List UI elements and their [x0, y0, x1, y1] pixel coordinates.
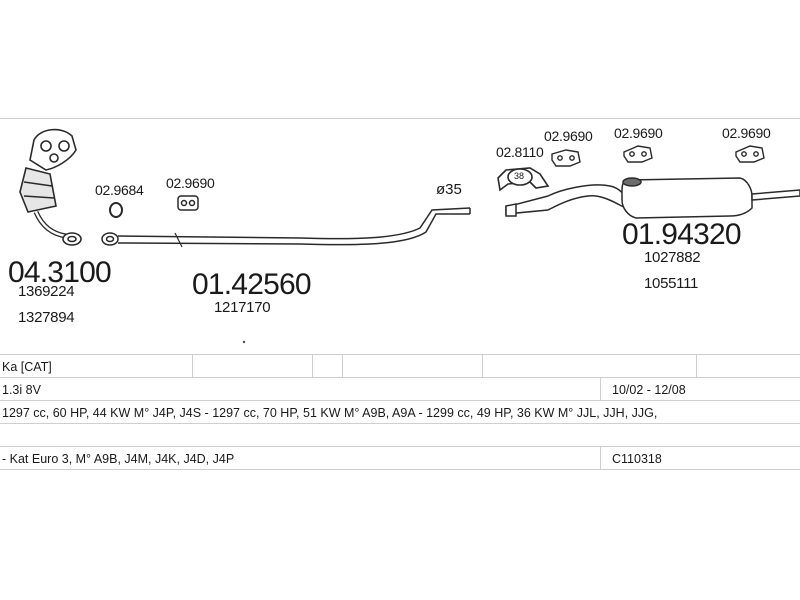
catalyst-ref-2: 1327894 [18, 309, 75, 326]
rear-silencer-code: 01.94320 [622, 218, 742, 251]
rear-hanger-icons [551, 145, 765, 167]
catalytic-converter-icon [19, 128, 82, 246]
model-row: Ka [CAT] [0, 354, 800, 378]
ring-gasket-code: 02.9684 [95, 182, 144, 198]
production-years: 10/02 - 12/08 [612, 383, 686, 397]
notes-row: - Kat Euro 3, M° A9B, J4M, J4K, J4D, J4P… [0, 447, 800, 470]
clamp-icon [497, 167, 550, 192]
top-divider [0, 118, 800, 119]
catalyst-ref-1: 1369224 [18, 283, 75, 300]
catalog-code: C110318 [612, 452, 662, 466]
rear-silencer-ref-1: 1027882 [644, 249, 701, 266]
middle-pipe-code: 01.42560 [192, 268, 312, 301]
model-name: Ka [CAT] [2, 360, 52, 374]
rear-hanger-2-code: 02.9690 [614, 125, 663, 141]
catalyst-code: 04.3100 [8, 256, 112, 289]
rear-silencer-icon [505, 177, 800, 219]
middle-pipe-ref: 1217170 [214, 299, 271, 316]
pipe-diameter: ø35 [436, 181, 462, 198]
rear-hanger-1-code: 02.9690 [544, 128, 593, 144]
speck-dot [242, 340, 246, 344]
notes: - Kat Euro 3, M° A9B, J4M, J4K, J4D, J4P [2, 452, 235, 466]
engine-specs: 1297 cc, 60 HP, 44 KW M° J4P, J4S - 1297… [2, 406, 658, 420]
rear-hanger-2-icon [623, 145, 653, 163]
engine-row: 1.3i 8V 10/02 - 12/08 [0, 378, 800, 401]
middle-pipe-icon [101, 207, 471, 248]
vehicle-info-table: Ka [CAT] 1.3i 8V 10/02 - 12/08 1297 cc, … [0, 354, 800, 470]
rear-hanger-3-code: 02.9690 [722, 125, 771, 141]
clamp-code: 02.8110 [496, 144, 544, 160]
specs-row: 1297 cc, 60 HP, 44 KW M° J4P, J4S - 1297… [0, 401, 800, 424]
blank-row [0, 424, 800, 447]
ring-gasket-icon [109, 202, 123, 218]
engine-type: 1.3i 8V [2, 383, 41, 397]
clamp-size: 38 [514, 171, 525, 181]
rear-hanger-3-icon [735, 145, 765, 163]
middle-hanger-code: 02.9690 [166, 175, 215, 191]
middle-hanger-icon [177, 195, 199, 211]
rear-hanger-1-icon [551, 149, 581, 167]
rear-silencer-ref-2: 1055111 [644, 275, 699, 292]
